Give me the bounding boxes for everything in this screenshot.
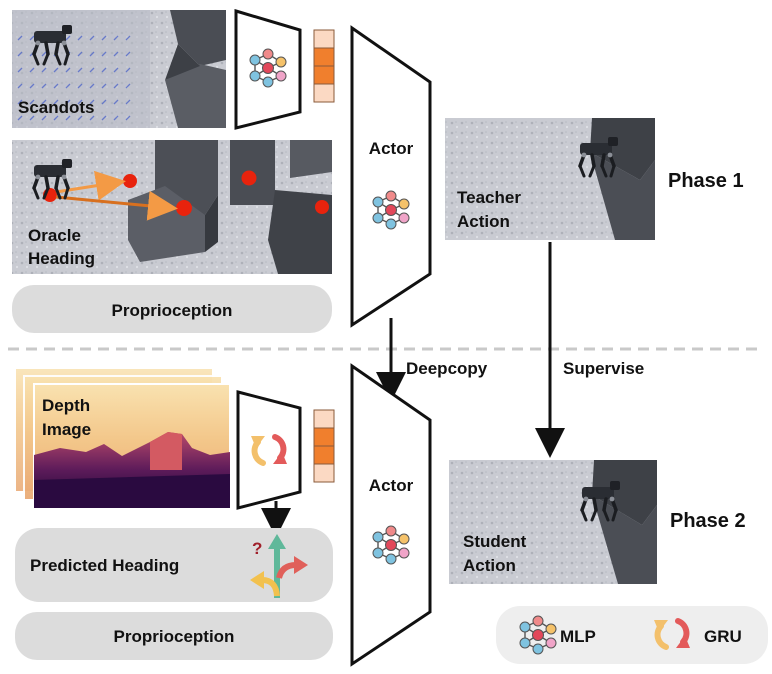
depth-image-stack xyxy=(14,367,231,509)
depth-image-label-line1: Depth xyxy=(42,396,90,415)
phase2-label: Phase 2 xyxy=(670,510,746,532)
actor-label-phase1: Actor xyxy=(369,139,414,158)
phase1-label: Phase 1 xyxy=(668,170,744,192)
legend-mlp-label: MLP xyxy=(560,627,596,646)
proprioception-panel-phase2 xyxy=(15,612,333,660)
teacher-action-image xyxy=(445,118,655,240)
predicted-heading-panel xyxy=(15,528,333,602)
oracle-heading-image xyxy=(12,140,332,274)
student-action-image xyxy=(449,460,657,584)
scandots-label: Scandots xyxy=(18,98,95,117)
proprioception-label-phase1: Proprioception xyxy=(112,301,233,320)
actor-phase2 xyxy=(350,363,432,667)
latent-vector-phase1 xyxy=(313,29,335,103)
depth-encoder xyxy=(236,390,302,510)
predicted-heading-label: Predicted Heading xyxy=(30,556,179,575)
teacher-action-label-line2: Action xyxy=(457,212,510,231)
oracle-heading-label-line2: Heading xyxy=(28,249,95,268)
question-mark: ? xyxy=(252,539,262,558)
legend-gru-label: GRU xyxy=(704,627,742,646)
proprioception-label-phase2: Proprioception xyxy=(114,627,235,646)
supervise-label: Supervise xyxy=(563,359,644,378)
heading-arrows-icon xyxy=(250,534,308,598)
actor-label-phase2: Actor xyxy=(369,476,414,495)
student-action-label-line1: Student xyxy=(463,532,527,551)
oracle-heading-label-line1: Oracle xyxy=(28,226,81,245)
actor-phase1 xyxy=(350,25,432,328)
legend-panel xyxy=(496,606,768,664)
depth-image-label-line2: Image xyxy=(42,420,91,439)
latent-vector-phase2 xyxy=(313,409,335,483)
student-action-label-line2: Action xyxy=(463,556,516,575)
deepcopy-label: Deepcopy xyxy=(406,359,488,378)
teacher-action-label-line1: Teacher xyxy=(457,188,521,207)
proprioception-panel-phase1 xyxy=(12,285,332,333)
scandots-image xyxy=(12,10,226,128)
